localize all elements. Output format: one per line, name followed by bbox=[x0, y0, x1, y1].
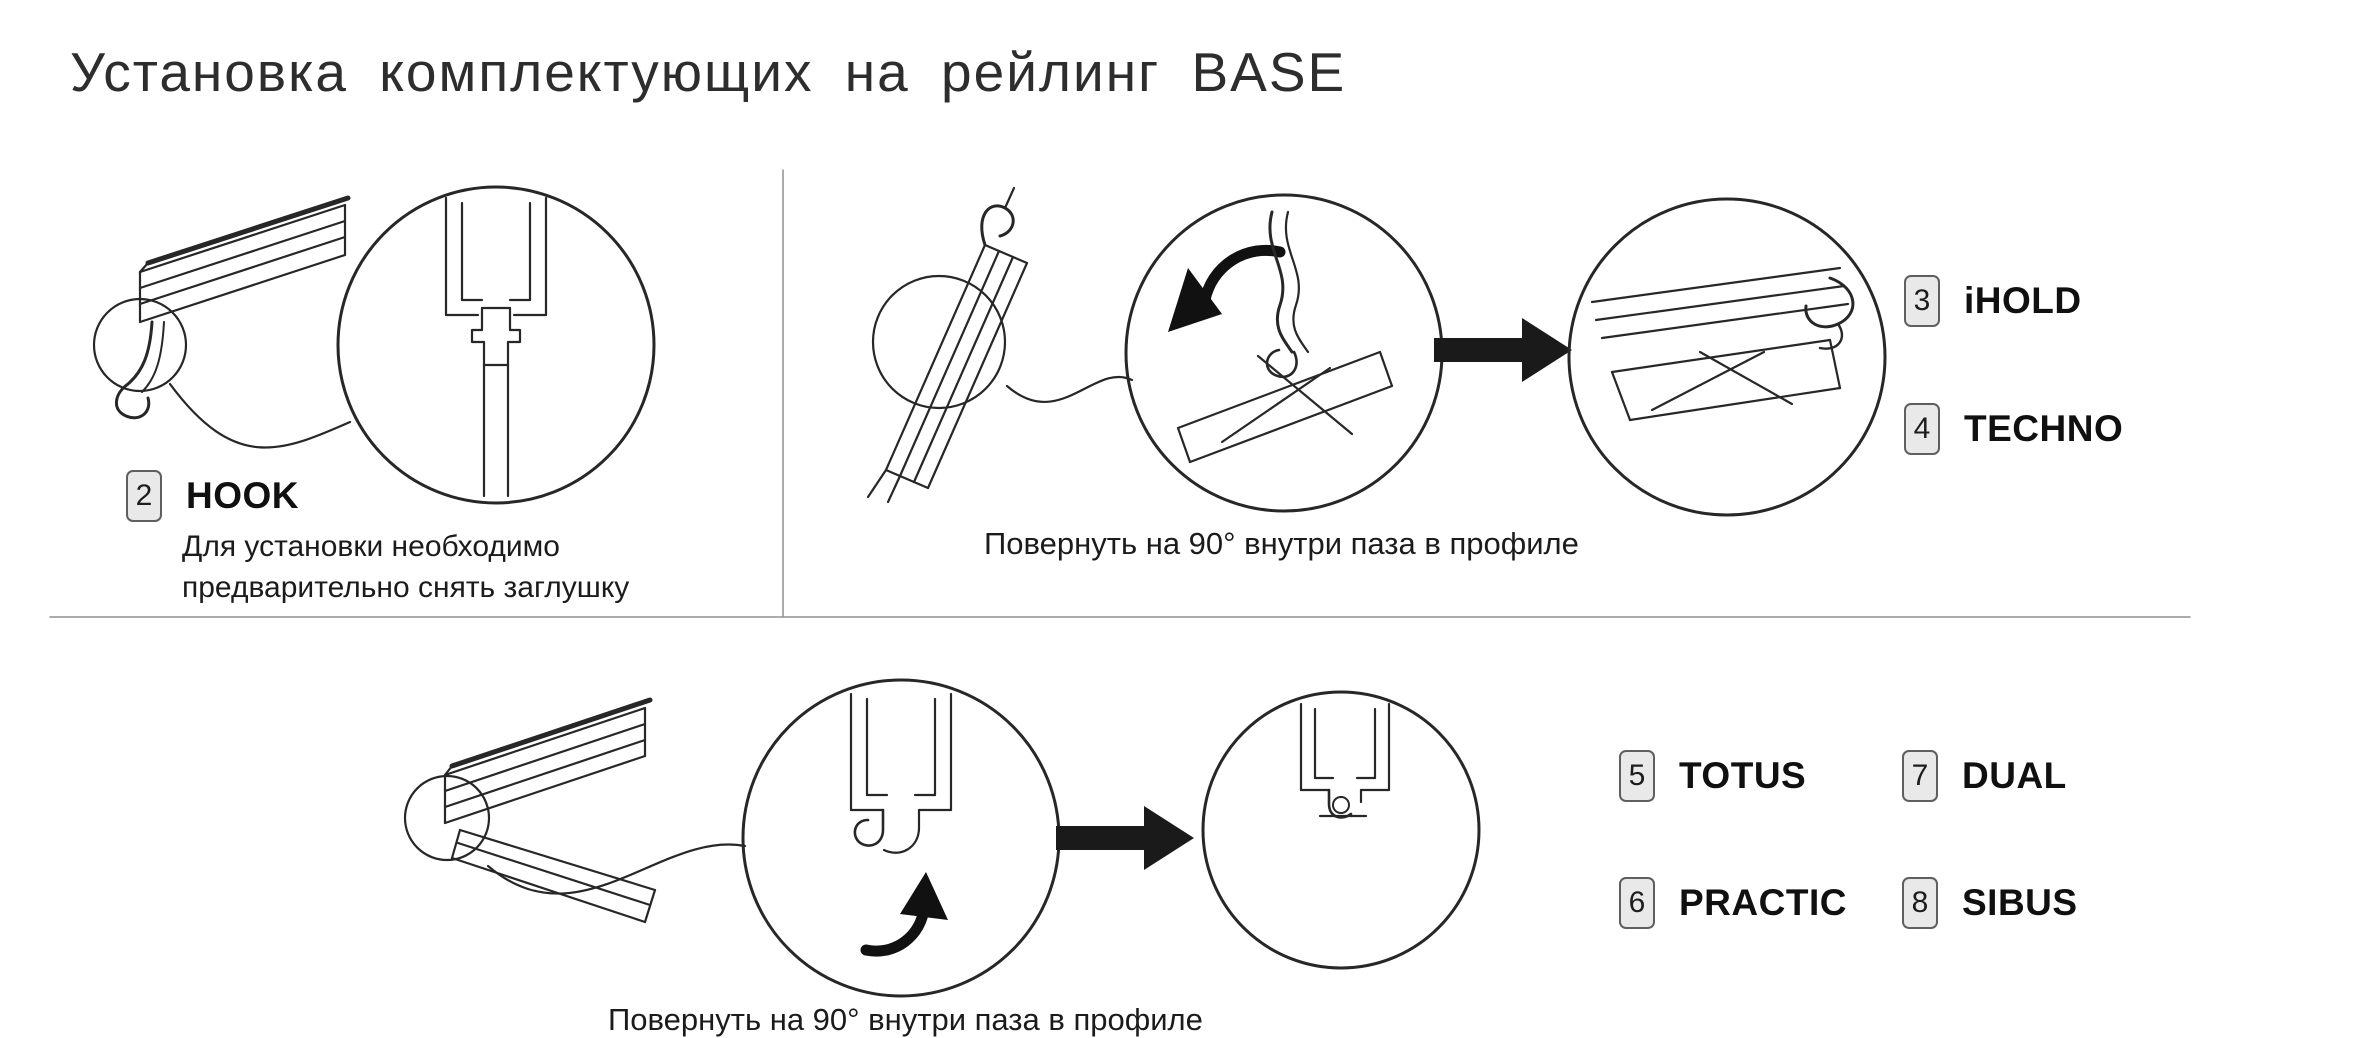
dual-label: DUAL bbox=[1962, 755, 2067, 796]
techno-number-badge: 4 bbox=[1904, 403, 1940, 455]
rotate-bottom-magnifier-before bbox=[741, 678, 1061, 998]
rotate-top-connector-line bbox=[1005, 375, 1134, 403]
rotate-bottom-connector-line bbox=[486, 843, 747, 895]
rotate-bottom-profile-drawing bbox=[403, 697, 657, 924]
item-row-ihold: 3 iHOLD bbox=[1904, 275, 2082, 327]
hook-connector-line bbox=[168, 382, 352, 449]
rotate-bottom-magnifier-after bbox=[1201, 690, 1481, 970]
item-row-totus: 5 TOTUS bbox=[1619, 750, 1806, 802]
arrow-top-icon bbox=[1434, 318, 1572, 382]
rotate-top-magnifier-before bbox=[1124, 193, 1444, 513]
ihold-number-badge: 3 bbox=[1904, 275, 1940, 327]
hook-profile-drawing bbox=[92, 195, 351, 420]
dual-number-badge: 7 bbox=[1902, 750, 1938, 802]
rotate-top-profile-drawing bbox=[866, 186, 1029, 504]
totus-number-badge: 5 bbox=[1619, 750, 1655, 802]
sibus-label: SIBUS bbox=[1962, 882, 2078, 923]
hook-note-line2: предварительно снять заглушку bbox=[182, 571, 630, 604]
rotate-bottom-caption: Повернуть на 90° внутри паза в профиле bbox=[608, 1002, 1203, 1037]
rotate-arrowhead-icon bbox=[900, 872, 948, 920]
sibus-number-badge: 8 bbox=[1902, 877, 1938, 929]
item-row-sibus: 8 SIBUS bbox=[1902, 877, 2078, 929]
item-row-techno: 4 TECHNO bbox=[1904, 403, 2123, 455]
rotate-top-caption: Повернуть на 90° внутри паза в профиле bbox=[984, 526, 1579, 561]
hook-item-row: 2 HOOK bbox=[126, 470, 299, 522]
rotate-arrow-icon bbox=[860, 902, 930, 957]
hook-label: HOOK bbox=[186, 475, 299, 516]
item-row-dual: 7 DUAL bbox=[1902, 750, 2067, 802]
hook-note: Для установки необходимо предварительно … bbox=[182, 526, 629, 608]
page-title: Установка комплектующих на рейлинг BASE bbox=[70, 41, 1347, 103]
arrow-bottom-icon bbox=[1056, 806, 1194, 870]
techno-label: TECHNO bbox=[1964, 408, 2124, 449]
ihold-label: iHOLD bbox=[1964, 280, 2082, 321]
hook-number-badge: 2 bbox=[126, 470, 162, 522]
hook-note-line1: Для установки необходимо bbox=[182, 530, 560, 563]
hook-magnifier-circle bbox=[336, 185, 656, 505]
rotate-top-magnifier-after bbox=[1567, 197, 1887, 517]
practic-number-badge: 6 bbox=[1619, 877, 1655, 929]
totus-label: TOTUS bbox=[1679, 755, 1807, 796]
rotate-arrowhead-icon bbox=[1168, 268, 1222, 332]
item-row-practic: 6 PRACTIC bbox=[1619, 877, 1847, 929]
practic-label: PRACTIC bbox=[1679, 882, 1847, 923]
rotate-arrow-icon bbox=[1199, 244, 1286, 306]
